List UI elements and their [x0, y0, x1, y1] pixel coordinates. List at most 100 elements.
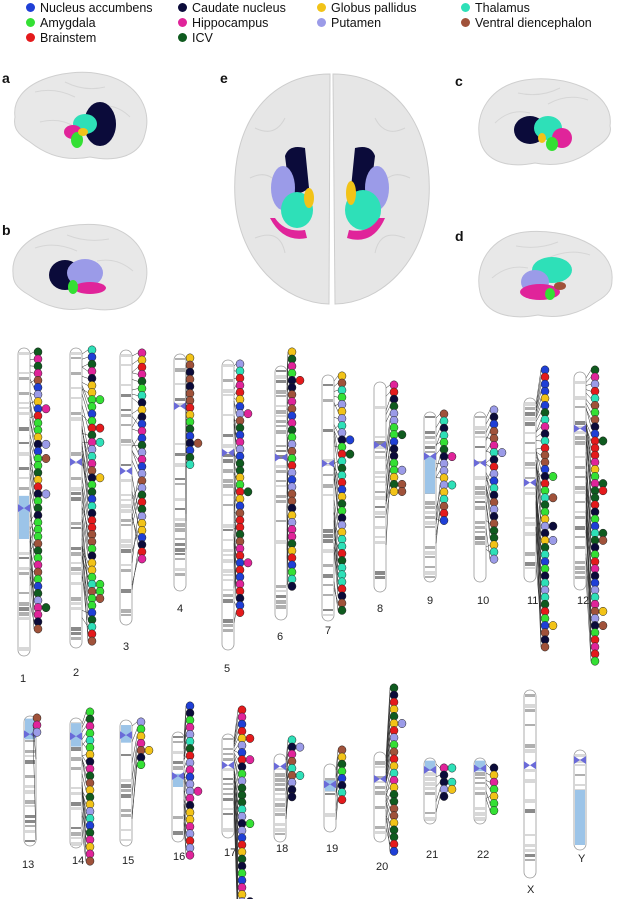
chromosome-band: [525, 709, 535, 712]
chromosome-band: [71, 792, 81, 795]
association-connector: [233, 543, 237, 592]
chromosome-band: [276, 380, 286, 383]
chromosome-band: [223, 753, 233, 755]
association-connector: [233, 806, 238, 899]
chromosome-band: [71, 757, 81, 761]
chromosome-band: [121, 544, 131, 548]
chromosome-band: [475, 521, 485, 524]
heterochromatin-block: [173, 773, 183, 787]
chromosome-band: [525, 724, 535, 726]
association-dot: [185, 850, 195, 860]
chromosome-band: [475, 461, 485, 463]
association-connector: [285, 761, 289, 782]
chromosome-band: [121, 789, 131, 792]
chromosome-label: 13: [22, 859, 34, 871]
chromosome-band: [19, 572, 29, 575]
chromosome-band: [375, 491, 385, 493]
chromosome-band: [575, 566, 585, 570]
association-connector: [286, 380, 289, 392]
chromosome-13: [23, 715, 37, 847]
legend-item-hippocampus: Hippocampus: [178, 16, 268, 30]
chromosome-band: [121, 409, 131, 411]
association-connector: [131, 416, 139, 428]
chromosome-band: [575, 546, 585, 549]
chromosome-band: [275, 803, 285, 807]
centromere: [70, 458, 82, 466]
chromosome-band: [275, 833, 285, 835]
association-connector: [485, 484, 491, 510]
association-connector: [233, 752, 239, 760]
chromosome-band: [173, 741, 183, 743]
association-dot: [598, 486, 608, 496]
association-connector: [233, 400, 237, 414]
brain-render-a: [14, 71, 148, 160]
chromosome-band: [121, 794, 131, 798]
chromosome-band: [121, 364, 131, 366]
association-connector: [333, 382, 339, 387]
chromosome-label: X: [527, 884, 535, 896]
chromosome-band: [175, 543, 185, 546]
chromosome-band: [71, 417, 81, 421]
association-dot: [41, 404, 51, 414]
chromosome-band: [121, 444, 131, 446]
association-dot: [389, 487, 399, 496]
chromosome-band: [276, 590, 286, 592]
centromere: [474, 764, 486, 773]
association-connector: [131, 438, 139, 448]
chromosome-band: [19, 352, 29, 355]
chromosome-band: [19, 647, 29, 651]
centromere: [18, 504, 30, 513]
chromosome-band: [425, 812, 435, 814]
chromosome-band: [71, 552, 81, 556]
association-connector: [233, 502, 237, 542]
chromosome-band: [71, 527, 81, 529]
association-dot: [41, 439, 51, 449]
chromosome-band: [25, 785, 35, 788]
association-dot: [95, 437, 105, 447]
chromosome-band: [325, 813, 335, 817]
association-connector: [435, 782, 441, 787]
association-connector: [81, 415, 89, 450]
chromosome-band: [375, 536, 385, 538]
association-connector: [333, 424, 339, 433]
association-connector: [535, 398, 542, 417]
legend-item-caudate-nucleus: Caudate nucleus: [178, 1, 286, 15]
chromosome-band: [223, 788, 233, 790]
brain-render-b: [12, 223, 148, 311]
chromosome-19: [323, 763, 337, 833]
chromosome-band: [223, 599, 233, 603]
chromosome-band: [275, 808, 285, 812]
chromosome-band: [19, 452, 29, 456]
association-connector: [435, 499, 441, 524]
association-connector: [585, 458, 592, 548]
association-connector: [131, 379, 139, 382]
heterochromatin-block: [71, 723, 81, 747]
association-connector: [81, 792, 87, 847]
centromere: [174, 402, 186, 411]
legend: Nucleus accumbens Caudate nucleus Globus…: [0, 0, 621, 60]
chromosome-band: [425, 787, 435, 790]
chromosome-band: [223, 793, 233, 795]
chromosome-band: [223, 414, 233, 416]
chromosome-band: [425, 817, 435, 821]
association-connector: [81, 426, 89, 471]
chromosome-band: [121, 394, 131, 397]
chromosome-band: [525, 799, 535, 803]
association-connector: [535, 419, 542, 433]
chromosome-band: [525, 452, 535, 454]
association-connector: [535, 412, 542, 422]
association-connector: [435, 442, 441, 445]
association-connector: [333, 512, 339, 575]
chromosome-band: [71, 487, 81, 491]
centromere: [274, 762, 286, 771]
chromosome-band: [375, 451, 385, 453]
legend-item-ventral-diencephalon: Ventral diencephalon: [461, 16, 592, 30]
association-connector: [233, 423, 237, 450]
chromosome-band: [19, 402, 29, 404]
association-connector: [131, 494, 139, 518]
chromosome-band: [25, 755, 35, 757]
association-connector: [233, 731, 239, 747]
association-connector: [585, 369, 592, 379]
association-connector: [81, 546, 89, 642]
centromere: [524, 761, 536, 770]
